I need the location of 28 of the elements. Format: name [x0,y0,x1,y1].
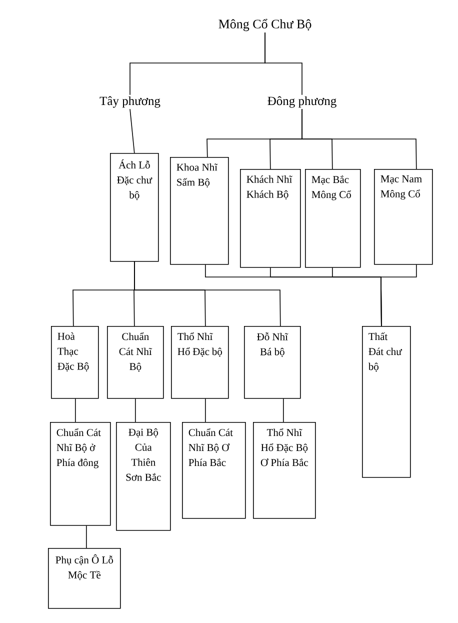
connector-line [380,264,417,326]
box: Hoà Thạc Đặc Bộ [51,326,99,399]
branch-label: Tây phương [98,95,162,109]
box: Mạc Nam Mông Cổ [374,169,433,265]
connector-line [134,261,281,326]
box: Chuẩn Cát Nhĩ Bộ [107,326,164,399]
connector-line [135,398,136,422]
box: Khoa Nhĩ Sấm Bộ [170,157,229,265]
heading-text: Mông Cổ Chư Bộ [217,18,313,32]
connector-line [130,108,135,154]
box: Thổ Nhĩ Hổ Đặc Bộ Ơ Phía Bắc [253,422,316,519]
box: Ách Lỗ Đặc chư bộ [110,153,159,262]
box: Đại Bộ Của Thiên Sơn Bắc [116,422,171,531]
box: Mạc Bắc Mông Cổ [305,169,361,268]
connector-line [302,108,417,170]
connector-line [86,525,87,548]
connector-line [283,398,284,422]
box: Thổ Nhĩ Hổ Đặc bộ [171,326,229,399]
connector-line [75,398,76,422]
box: Thất Đát chư bộ [362,326,411,478]
branch-label: Đông phương [266,95,338,109]
box: Đỗ Nhĩ Bá bộ [244,326,301,399]
box: Chuẩn Cát Nhĩ Bộ Ơ Phía Bắc [182,422,246,519]
box: Khách Nhĩ Khách Bộ [240,169,301,268]
box: Phụ cận Ô Lỗ Mộc Tề [48,548,121,609]
box: Chuẩn Cát Nhĩ Bộ ở Phía đông [50,422,111,526]
connector-line [264,32,302,96]
connector-line [205,398,206,422]
